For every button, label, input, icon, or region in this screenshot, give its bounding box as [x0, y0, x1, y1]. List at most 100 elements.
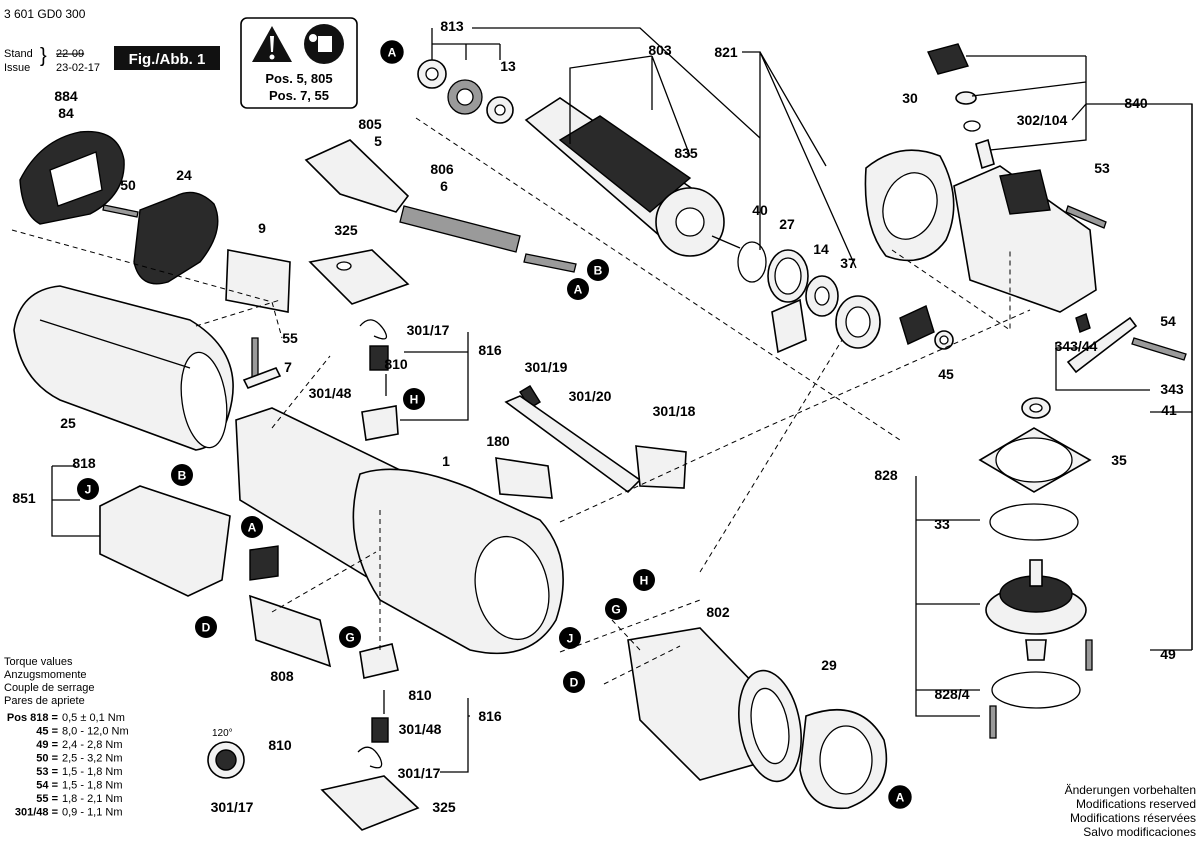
part-label: 802	[706, 604, 730, 620]
note-es: Salvo modificaciones	[1083, 825, 1196, 839]
torque-pos: 50 =	[36, 753, 58, 765]
label-325-bottom-part	[320, 775, 420, 831]
callout-d: D	[563, 671, 585, 693]
stand-label: Stand	[4, 48, 33, 60]
circlip-40-part	[737, 241, 767, 283]
part-label: 828	[874, 467, 898, 483]
part-label: 803	[648, 42, 672, 58]
callout-b: B	[587, 259, 609, 281]
screw-54-part	[1131, 337, 1187, 361]
torque-pos: 45 =	[36, 726, 58, 738]
part-label: 818	[72, 455, 96, 471]
part-label: 1	[442, 453, 450, 469]
label-9-part	[225, 249, 291, 313]
part-label: 41	[1161, 402, 1177, 418]
part-label: 808	[270, 668, 294, 684]
callout-a: A	[380, 40, 404, 64]
lever-343-part	[1066, 316, 1138, 374]
callout-h: H	[403, 388, 425, 410]
carbon-brush-bottom-part	[371, 717, 389, 743]
svg-text:J: J	[85, 483, 92, 497]
o-ring-828-4-part	[991, 671, 1081, 709]
svg-text:H: H	[410, 393, 419, 407]
part-label: 24	[176, 167, 192, 183]
svg-text:J: J	[567, 632, 574, 646]
part-label: 45	[938, 366, 954, 382]
screw-53-part	[1065, 205, 1107, 229]
part-label: 828/4	[934, 686, 969, 702]
note-fr: Modifications réservées	[1070, 811, 1196, 825]
spindle-part	[1029, 559, 1043, 587]
callout-j: J	[559, 627, 581, 649]
torque-pos: 54 =	[36, 780, 58, 792]
part-label: 27	[779, 216, 795, 232]
doc-number: 3 601 GD0 300	[4, 7, 86, 21]
torque-value: 1,5 - 1,8 Nm	[62, 780, 123, 792]
label-325-top-part	[308, 249, 410, 305]
part-label: 7	[284, 359, 292, 375]
connector-part	[249, 545, 279, 581]
part-label: 821	[714, 44, 738, 60]
pinion-part	[899, 305, 935, 345]
part-label: 813	[440, 18, 464, 34]
part-label: 49	[1160, 646, 1176, 662]
torque-title-2: Anzugsmomente	[4, 669, 87, 681]
callout-d: D	[195, 616, 217, 638]
part-label: 301/17	[407, 322, 450, 338]
fig-label: Fig./Abb. 1	[129, 51, 206, 68]
part-label: 301/48	[309, 385, 352, 401]
part-label: 343	[1160, 381, 1184, 397]
part-label: 40	[752, 202, 768, 218]
part-label: 806	[430, 161, 454, 177]
part-label: 30	[902, 90, 918, 106]
clip-7-part	[242, 366, 282, 390]
callout-a: A	[567, 278, 589, 300]
part-label: 301/20	[569, 388, 612, 404]
part-label: 851	[12, 490, 36, 506]
issue-label: Issue	[4, 62, 30, 74]
part-label: 33	[934, 516, 950, 532]
torque-value: 2,5 - 3,2 Nm	[62, 753, 123, 765]
part-labels: 8848450249258131380383580558066325557301…	[12, 18, 1184, 815]
part-label: 84	[58, 105, 74, 121]
torque-pos: 49 =	[36, 739, 58, 751]
sleeve-806-part	[399, 205, 521, 253]
part-label: 810	[408, 687, 432, 703]
screw-55-part	[251, 337, 259, 379]
callout-j: J	[77, 478, 99, 500]
part-label: 9	[258, 220, 266, 236]
spring-angle-label: 120°	[212, 728, 233, 739]
spring-top-part	[359, 319, 388, 340]
torque-pos: Pos 818 =	[7, 712, 58, 724]
stand-date: 22-09	[56, 48, 84, 60]
part-label: 55	[282, 330, 298, 346]
svg-text:G: G	[611, 603, 620, 617]
label-808-part	[249, 594, 332, 668]
callout-b: B	[171, 464, 193, 486]
part-label: 343/44	[1055, 338, 1098, 354]
torque-table: Torque values Anzugsmomente Couple de se…	[4, 656, 129, 819]
gear-head-part	[953, 165, 1097, 313]
part-label: 325	[334, 222, 358, 238]
screw-50-part	[102, 204, 139, 218]
screw-49-left-part	[989, 705, 997, 739]
brace-glyph: }	[40, 45, 47, 67]
carbon-brush-top-part	[369, 345, 389, 371]
part-label: 13	[500, 58, 516, 74]
torque-value: 1,5 - 1,8 Nm	[62, 766, 123, 778]
part-label: 37	[840, 255, 856, 271]
cable-805-part	[304, 139, 410, 213]
torque-value: 1,8 - 2,1 Nm	[62, 793, 123, 805]
part-label: 50	[120, 177, 136, 193]
dashed-guides	[11, 117, 1031, 685]
lock-pin-part	[975, 138, 995, 170]
callout-a: A	[241, 516, 263, 538]
part-label: 301/48	[399, 721, 442, 737]
torque-title-1: Torque values	[4, 656, 73, 668]
screw-49-right-part	[1085, 639, 1093, 671]
brush-holder-816-bottom-part	[359, 643, 399, 679]
svg-text:D: D	[202, 621, 211, 635]
part-label: 835	[674, 145, 698, 161]
warning-box: Pos. 5, 805 Pos. 7, 55	[240, 17, 358, 109]
